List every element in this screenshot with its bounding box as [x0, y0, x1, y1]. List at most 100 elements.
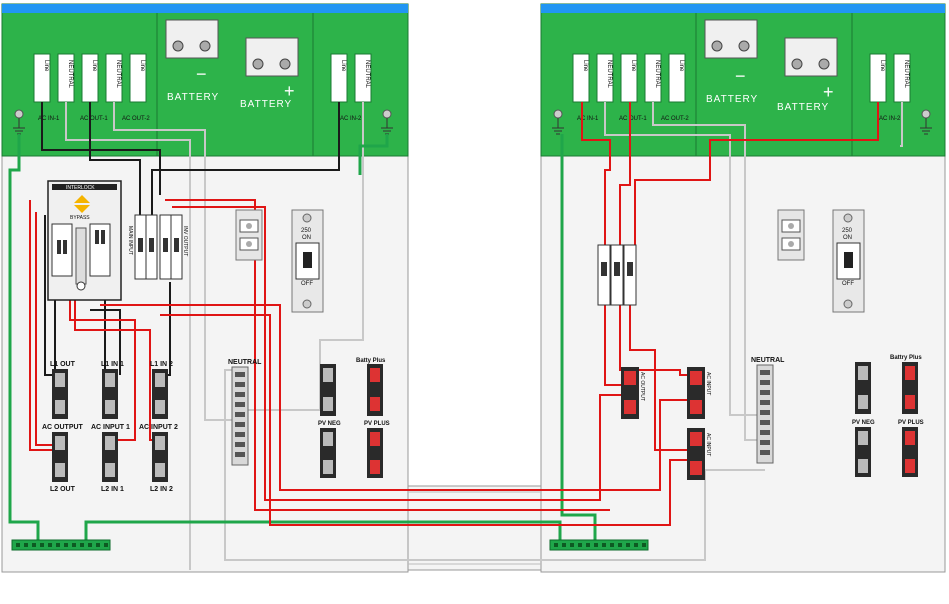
svg-text:Line: Line	[91, 60, 97, 72]
right-inverter: Line NEUTRAL Line NEUTRAL Line Line NEUT…	[540, 3, 946, 157]
svg-text:NEUTRAL: NEUTRAL	[606, 60, 612, 89]
svg-text:INTERLOCK: INTERLOCK	[66, 185, 95, 191]
svg-text:NEUTRAL: NEUTRAL	[115, 60, 121, 89]
svg-text:NEUTRAL: NEUTRAL	[364, 60, 370, 89]
left-battery-label-2: BATTERY	[240, 99, 292, 110]
ground-wires-green	[8, 134, 597, 540]
right-fuse-holder[interactable]	[777, 209, 805, 261]
right-battery-label-1: BATTERY	[706, 94, 758, 105]
right-battery-negative-terminal[interactable]	[704, 19, 758, 59]
right-battery-label-2: BATTERY	[777, 102, 829, 113]
svg-text:Line: Line	[879, 60, 885, 72]
svg-text:Line: Line	[43, 60, 49, 72]
l1-out-label: L1 OUT	[50, 361, 76, 368]
bypass-interlock[interactable]: INTERLOCK BYPASS	[47, 180, 122, 301]
left-line-terminal-in2[interactable]: Line	[330, 53, 348, 103]
svg-text:NEUTRAL: NEUTRAL	[751, 357, 785, 364]
svg-text:OFF: OFF	[301, 281, 313, 287]
svg-text:250: 250	[301, 228, 312, 234]
right-ground-bar[interactable]	[549, 539, 649, 551]
svg-text:Line: Line	[340, 60, 346, 72]
right-pv-plus-label: PV PLUS	[898, 420, 924, 426]
left-pv-neg-label: PV NEG	[318, 421, 341, 427]
right-bus-label-3: AC INPUT	[705, 433, 711, 456]
left-dc-breaker[interactable]: 250 ON OFF	[291, 209, 324, 313]
svg-text:OFF: OFF	[842, 281, 854, 287]
svg-text:NEUTRAL: NEUTRAL	[67, 60, 73, 89]
right-line-terminal-in2[interactable]: Line	[869, 53, 887, 103]
neutral-wires-gray	[65, 102, 903, 570]
svg-text:Line: Line	[582, 60, 588, 72]
right-batt-plus-label: Battry Plus	[890, 355, 922, 361]
right-breakers[interactable]	[597, 244, 637, 306]
right-pv-neg-label: PV NEG	[852, 420, 875, 426]
right-ac-out2-label: AC OUT-2	[661, 116, 689, 122]
svg-text:ON: ON	[302, 235, 311, 241]
left-ac-out1-label: AC OUT-1	[80, 116, 108, 122]
svg-text:Line: Line	[139, 60, 145, 72]
l2-in1-label: L2 IN 1	[101, 486, 124, 493]
right-line-terminal-in1[interactable]: Line	[572, 53, 590, 103]
left-neutral-terminal-in2[interactable]: NEUTRAL	[354, 53, 372, 103]
left-battery-minus-sign: −	[196, 64, 208, 84]
main-input-breaker[interactable]: MAIN INPUT	[127, 214, 158, 280]
right-bus-label-2: AC INPUT	[705, 372, 711, 395]
left-line-terminal-out1[interactable]: Line	[81, 53, 99, 103]
left-battery-positive-terminal[interactable]	[245, 37, 299, 77]
left-pv-plus-label: PV PLUS	[364, 421, 390, 427]
right-ac-in2-label: AC IN-2	[879, 116, 901, 122]
left-terminal-blocks: L1 OUT L1 IN 1 L1 IN 2 AC OUTPUT AC INPU…	[42, 361, 178, 493]
left-batt-plus-label: Batty Plus	[356, 358, 386, 364]
right-bus-label-1: AC OUTPUT	[639, 372, 645, 401]
svg-text:NEUTRAL: NEUTRAL	[228, 359, 262, 366]
l2-in2-label: L2 IN 2	[150, 486, 173, 493]
left-ground-bar[interactable]	[11, 539, 111, 551]
svg-text:250: 250	[842, 228, 853, 234]
svg-text:NEUTRAL: NEUTRAL	[903, 60, 909, 89]
right-dc-breaker[interactable]: 250 ON OFF	[832, 209, 865, 313]
svg-text:BYPASS: BYPASS	[70, 215, 90, 221]
left-battery-label-1: BATTERY	[167, 92, 219, 103]
right-bus-bars: AC OUTPUT AC INPUT AC INPUT	[621, 367, 711, 480]
svg-text:NEUTRAL: NEUTRAL	[654, 60, 660, 89]
left-neutral-bus[interactable]: NEUTRAL	[228, 359, 262, 466]
left-neutral-terminal-in1[interactable]: NEUTRAL	[57, 53, 75, 103]
right-neutral-terminal-in1[interactable]: NEUTRAL	[596, 53, 614, 103]
left-ac-out2-label: AC OUT-2	[122, 116, 150, 122]
left-battery-negative-terminal[interactable]	[165, 19, 219, 59]
left-neutral-terminal-out1[interactable]: NEUTRAL	[105, 53, 123, 103]
left-ac-in2-label: AC IN-2	[340, 116, 362, 122]
left-dc-terminals: Batty Plus PV NEG PV PLUS	[318, 358, 390, 478]
right-line-terminal-out2[interactable]: Line	[668, 53, 686, 103]
right-line-terminal-out1[interactable]: Line	[620, 53, 638, 103]
left-line-terminal-out2[interactable]: Line	[129, 53, 147, 103]
svg-text:INV OUTPUT: INV OUTPUT	[182, 226, 188, 256]
right-neutral-terminal-in2[interactable]: NEUTRAL	[893, 53, 911, 103]
right-battery-minus-sign: −	[735, 66, 747, 86]
right-ground-icon-2	[920, 109, 932, 135]
right-ac-out1-label: AC OUT-1	[619, 116, 647, 122]
right-neutral-bus[interactable]: NEUTRAL	[751, 357, 785, 464]
left-battery-plus-sign: +	[284, 81, 296, 101]
right-ground-icon-1	[552, 109, 564, 135]
svg-text:ON: ON	[843, 235, 852, 241]
right-battery-positive-terminal[interactable]	[784, 37, 838, 77]
ac-input1-label: AC INPUT 1	[91, 424, 130, 431]
svg-text:Line: Line	[678, 60, 684, 72]
connector-conduit	[407, 485, 542, 571]
right-neutral-terminal-out1[interactable]: NEUTRAL	[644, 53, 662, 103]
l2-out-label: L2 OUT	[50, 486, 76, 493]
left-ground-icon-1	[13, 109, 25, 135]
svg-text:Line: Line	[630, 60, 636, 72]
inverter-output-breaker[interactable]: INV OUTPUT	[159, 214, 188, 280]
l1-in1-label: L1 IN 1	[101, 361, 124, 368]
ac-input2-label: AC INPUT 2	[139, 424, 178, 431]
right-dc-terminals: Battry Plus PV NEG PV PLUS	[852, 355, 924, 477]
left-ac-in1-label: AC IN-1	[38, 116, 60, 122]
right-battery-plus-sign: +	[823, 82, 835, 102]
left-line-terminal-in1[interactable]: Line	[33, 53, 51, 103]
l1-in2-label: L1 IN 2	[150, 361, 173, 368]
right-ac-in1-label: AC IN-1	[577, 116, 599, 122]
left-fuse-holder[interactable]	[235, 209, 263, 261]
